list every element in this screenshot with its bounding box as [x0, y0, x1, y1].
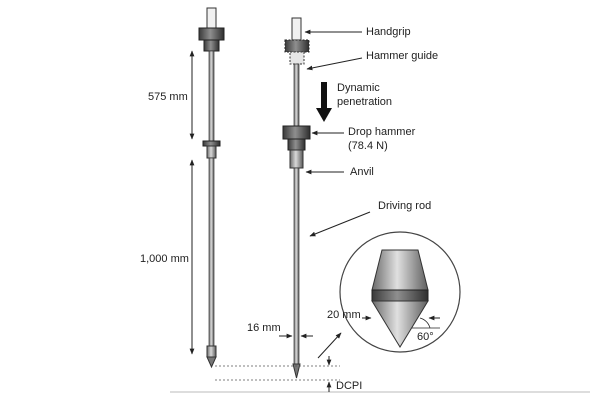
label-dcpi: DCPI — [336, 380, 363, 392]
label-dim-lower: 1,000 mm — [140, 253, 189, 265]
left-handgrip — [198, 27, 225, 41]
left-anvil-lower — [206, 145, 217, 159]
left-cone-base — [206, 345, 217, 358]
right-drop-hammer — [282, 125, 311, 140]
left-anvil — [202, 140, 221, 147]
right-driving-rod — [293, 167, 300, 365]
label-rod-diameter: 16 mm — [247, 322, 281, 334]
left-lower-rod — [208, 157, 215, 347]
right-hammer-guide-top — [289, 51, 305, 65]
label-drop-hammer-1: Drop hammer — [348, 126, 416, 138]
label-dim-upper: 575 mm — [148, 91, 188, 103]
left-handgrip-lower — [203, 39, 220, 52]
cone-angle-arc — [419, 317, 431, 329]
right-rod-assembly — [282, 17, 311, 379]
label-cone-angle: 60° — [417, 331, 434, 343]
right-top-cap — [291, 17, 302, 41]
left-cone-tip — [206, 356, 217, 369]
dynamic-penetration-arrow-head — [316, 108, 332, 122]
label-cone-diameter: 20 mm — [327, 309, 361, 321]
magnified-cone-detail — [339, 231, 461, 353]
right-drop-hammer-lower — [287, 138, 306, 151]
right-handgrip — [284, 39, 310, 53]
label-drop-hammer-2: (78.4 N) — [348, 140, 388, 152]
magnify-leader — [317, 332, 342, 359]
cone-body — [371, 249, 429, 291]
right-upper-rod — [293, 63, 300, 127]
right-anvil — [289, 149, 304, 169]
left-rod-assembly — [198, 7, 225, 369]
cone-point — [371, 300, 429, 348]
cone-collar — [371, 289, 429, 302]
right-cone-tip — [292, 363, 301, 379]
label-dynamic-penetration-1: Dynamic — [337, 82, 380, 94]
driving-rod-leader — [309, 211, 371, 237]
label-anvil: Anvil — [350, 166, 374, 178]
left-upper-rod — [208, 50, 215, 142]
label-dynamic-penetration-2: penetration — [337, 96, 393, 108]
left-top-cap — [206, 7, 217, 29]
label-handgrip: Handgrip — [366, 26, 411, 38]
label-hammer-guide: Hammer guide — [366, 50, 439, 62]
hammer-guide-leader — [306, 57, 363, 71]
label-driving-rod: Driving rod — [378, 200, 432, 212]
